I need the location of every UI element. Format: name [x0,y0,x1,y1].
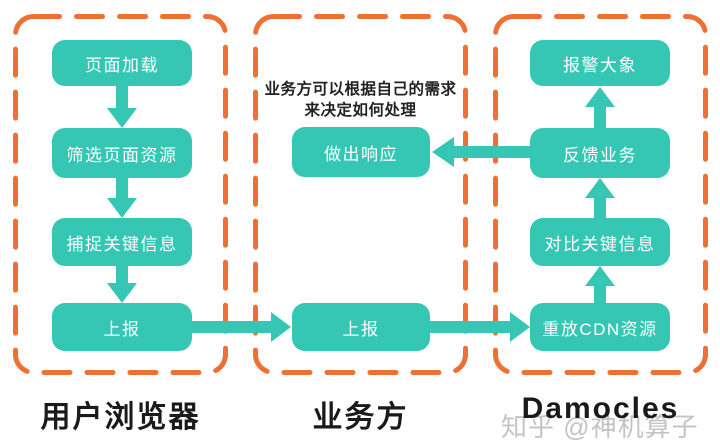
node-feedback-business: 反馈业务 [530,128,670,178]
node-report-business: 上报 [292,303,430,351]
watermark-text: 知乎 @神机算子 [501,412,699,442]
up-arrow-feedback-to-alert [585,87,615,130]
node-alert-daxiang: 报警大象 [530,40,670,86]
node-page-load: 页面加载 [52,40,192,86]
arrow-browser-report-to-business-report [190,312,291,342]
column-label-damocles: Damocles [521,392,680,425]
node-filter-page-resources: 筛选页面资源 [52,128,192,178]
user-browser-dashed-border [13,14,228,375]
business-note-line2: 来决定如何处理 [304,102,417,119]
node-respond: 做出响应 [292,127,430,177]
arrow-business-report-to-replay-cdn [428,312,530,342]
down-arrow-capture-to-report [107,264,137,303]
up-arrow-replay-to-compare [585,266,615,305]
business-note: 业务方可以根据自己的需求 来决定如何处理 [253,79,468,121]
down-arrow-pageload-to-filter [107,84,137,128]
up-arrow-compare-to-feedback [585,178,615,220]
node-report-browser: 上报 [52,303,192,351]
arrow-feedback-to-respond [432,137,539,167]
business-note-line1: 业务方可以根据自己的需求 [264,81,457,98]
column-label-user-browser: 用户浏览器 [40,401,201,434]
down-arrow-filter-to-capture [107,176,137,218]
node-compare-key-info: 对比关键信息 [530,218,670,266]
column-label-business: 业务方 [312,401,409,434]
business-dashed-border [253,14,468,375]
node-capture-key-info: 捕捉关键信息 [52,218,192,266]
damocles-dashed-border [493,14,708,375]
node-replay-cdn: 重放CDN资源 [530,303,670,351]
